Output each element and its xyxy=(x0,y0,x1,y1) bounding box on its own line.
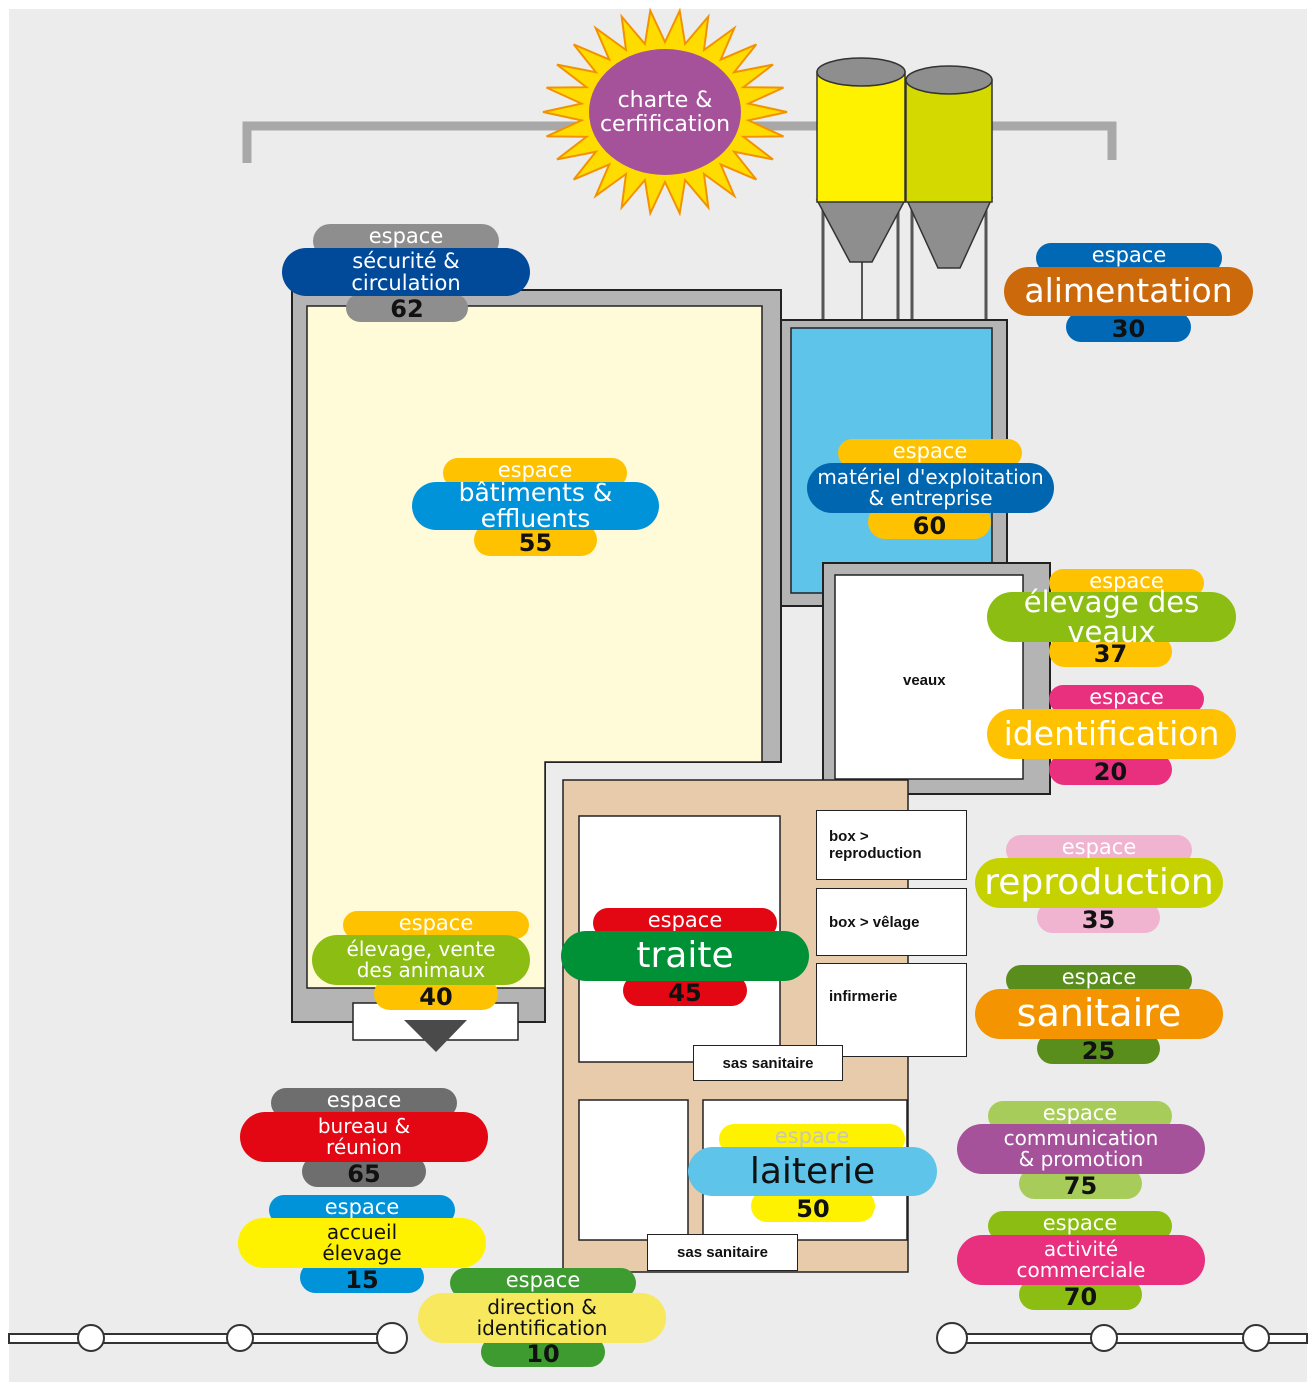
room-box-reproduction: box > reproduction xyxy=(816,810,967,880)
fence-right xyxy=(936,1322,1308,1354)
space-sanitaire-name: sanitaire xyxy=(975,989,1223,1039)
side-room xyxy=(578,1099,689,1241)
sun-label: charte & cerfification xyxy=(592,84,738,142)
cream-hall xyxy=(306,305,763,989)
space-laiterie-name: laiterie xyxy=(688,1147,937,1196)
space-accueil-name: accueil élevage xyxy=(238,1218,486,1268)
space-alimentation-name: alimentation xyxy=(1004,267,1253,316)
sun-line2: cerfification xyxy=(599,112,731,137)
room-veaux: veaux xyxy=(903,672,946,689)
space-reproduction-name: reproduction xyxy=(975,858,1223,908)
space-securite-name: sécurité & circulation xyxy=(282,248,530,296)
space-traite-name: traite xyxy=(561,931,809,981)
space-identification-name: identification xyxy=(987,709,1236,759)
fence-left xyxy=(8,1322,408,1354)
space-bureau-name: bureau & réunion xyxy=(240,1112,488,1162)
entrance-arrow-icon xyxy=(404,1020,467,1052)
space-elevage_vente-espace: espace xyxy=(343,911,529,939)
sun-line1: charte & xyxy=(617,88,713,113)
space-commerciale-name: activité commerciale xyxy=(957,1235,1205,1285)
space-direction-name: direction & identification xyxy=(418,1293,666,1343)
space-securite-number: 62 xyxy=(346,294,468,322)
room-sas-sanitaire-2: sas sanitaire xyxy=(647,1234,798,1271)
space-materiel-espace: espace xyxy=(838,439,1022,467)
space-elevage_vente-name: élevage, vente des animaux xyxy=(312,935,530,985)
sun-icon xyxy=(542,7,788,217)
space-batiments-name: bâtiments & effluents xyxy=(412,479,659,532)
space-identification-number: 20 xyxy=(1049,754,1172,785)
room-sas-sanitaire-1: sas sanitaire xyxy=(693,1045,843,1081)
space-materiel-name: matériel d'exploitation & entreprise xyxy=(807,463,1054,513)
space-veaux-name: élevage des veaux xyxy=(987,586,1236,647)
silo-left xyxy=(815,57,907,322)
silo-right xyxy=(904,65,994,322)
space-alimentation-number: 30 xyxy=(1066,312,1191,342)
space-identification-espace: espace xyxy=(1049,685,1204,713)
room-box-velage: box > vêlage xyxy=(816,888,967,956)
room-infirmerie: infirmerie xyxy=(816,963,967,1057)
space-communication-name: communication & promotion xyxy=(957,1124,1205,1174)
